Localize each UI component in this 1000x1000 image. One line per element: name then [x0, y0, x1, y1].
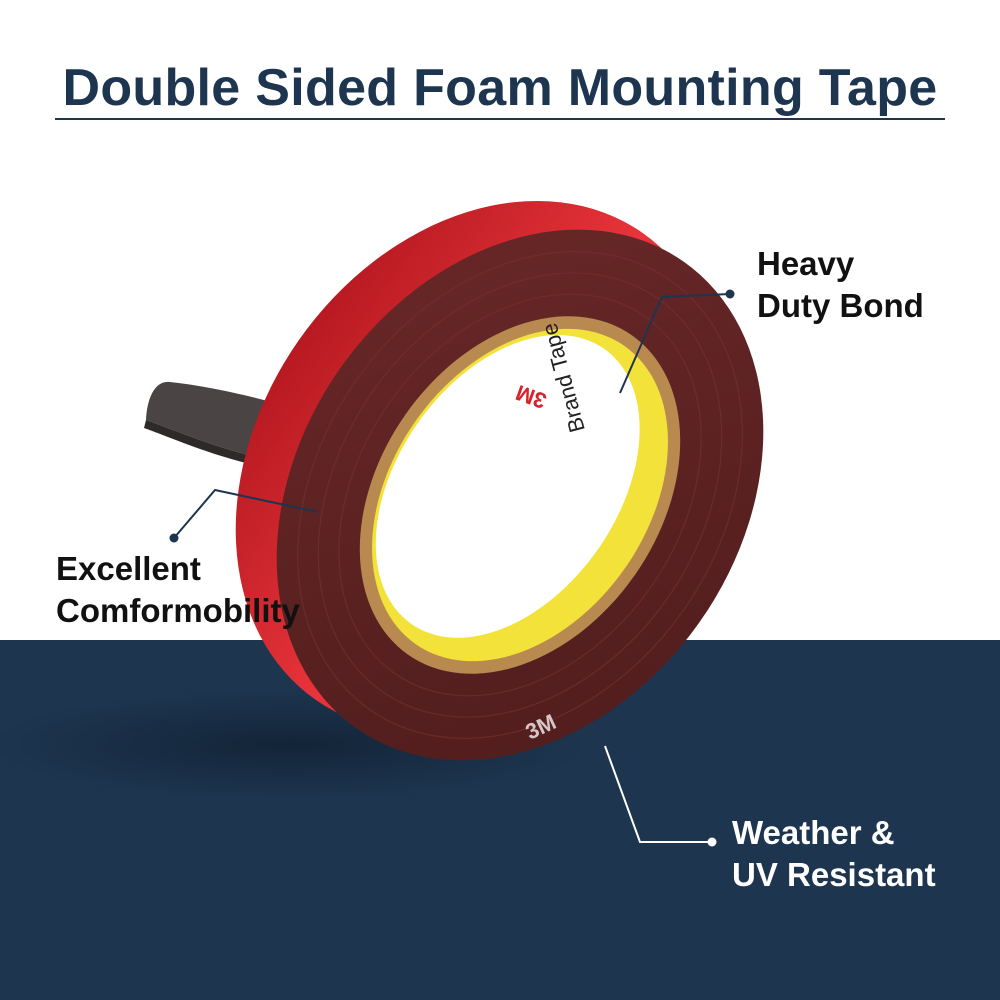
title-underline: [55, 118, 945, 120]
heavy-duty-bond-label: Heavy Duty Bond: [757, 245, 924, 324]
heavy-duty-callout-line: [619, 289, 735, 394]
tape-roll-icon: 3M Brand Tape 3M 3M: [144, 200, 764, 761]
edge-brand-text-1: 3M: [246, 307, 274, 340]
page-title: Double Sided Foam Mounting Tape: [62, 59, 938, 117]
comformobility-callout-line: [169, 488, 319, 543]
core-hole: [375, 335, 640, 638]
weather-callout-line: [604, 745, 717, 847]
excellent-comformobility-label: Excellent Comformobility: [56, 550, 300, 629]
weather-uv-resistant-label: Weather & UV Resistant: [732, 814, 936, 893]
